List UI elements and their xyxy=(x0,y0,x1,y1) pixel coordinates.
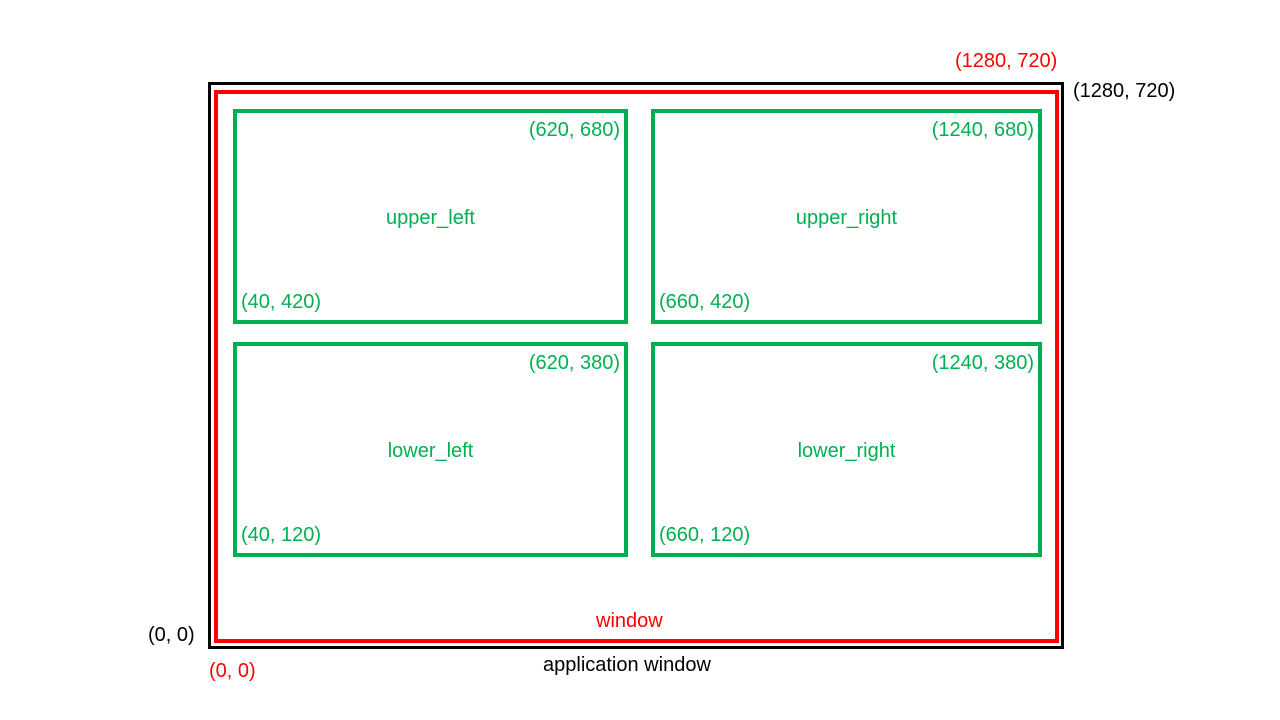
lower-right-top-right-coord: (1240, 380) xyxy=(931,352,1034,374)
application-window-frame xyxy=(208,82,1064,649)
window-bottom-left-coord: (0, 0) xyxy=(209,660,256,682)
upper-left-label: upper_left xyxy=(386,207,475,229)
upper-right-top-right-coord: (1240, 680) xyxy=(931,119,1034,141)
window-label: window xyxy=(596,610,663,632)
region-upper-left: (620, 680) upper_left (40, 420) xyxy=(233,109,628,324)
upper-left-top-right-coord: (620, 680) xyxy=(528,119,620,141)
application-window-label: application window xyxy=(543,654,711,676)
lower-right-bottom-left-coord: (660, 120) xyxy=(659,524,751,546)
lower-right-label: lower_right xyxy=(797,440,896,462)
upper-right-bottom-left-coord: (660, 420) xyxy=(659,291,751,313)
window-top-right-coord: (1280, 720) xyxy=(955,50,1058,72)
application-window-top-right-coord: (1280, 720) xyxy=(1073,80,1176,102)
region-lower-left: (620, 380) lower_left (40, 120) xyxy=(233,342,628,557)
application-window-bottom-left-coord: (0, 0) xyxy=(148,624,195,646)
window-frame xyxy=(214,90,1059,643)
lower-left-bottom-left-coord: (40, 120) xyxy=(241,524,322,546)
region-upper-right: (1240, 680) upper_right (660, 420) xyxy=(651,109,1042,324)
lower-left-label: lower_left xyxy=(387,440,474,462)
upper-right-label: upper_right xyxy=(795,207,898,229)
upper-left-bottom-left-coord: (40, 420) xyxy=(241,291,322,313)
region-lower-right: (1240, 380) lower_right (660, 120) xyxy=(651,342,1042,557)
lower-left-top-right-coord: (620, 380) xyxy=(528,352,620,374)
